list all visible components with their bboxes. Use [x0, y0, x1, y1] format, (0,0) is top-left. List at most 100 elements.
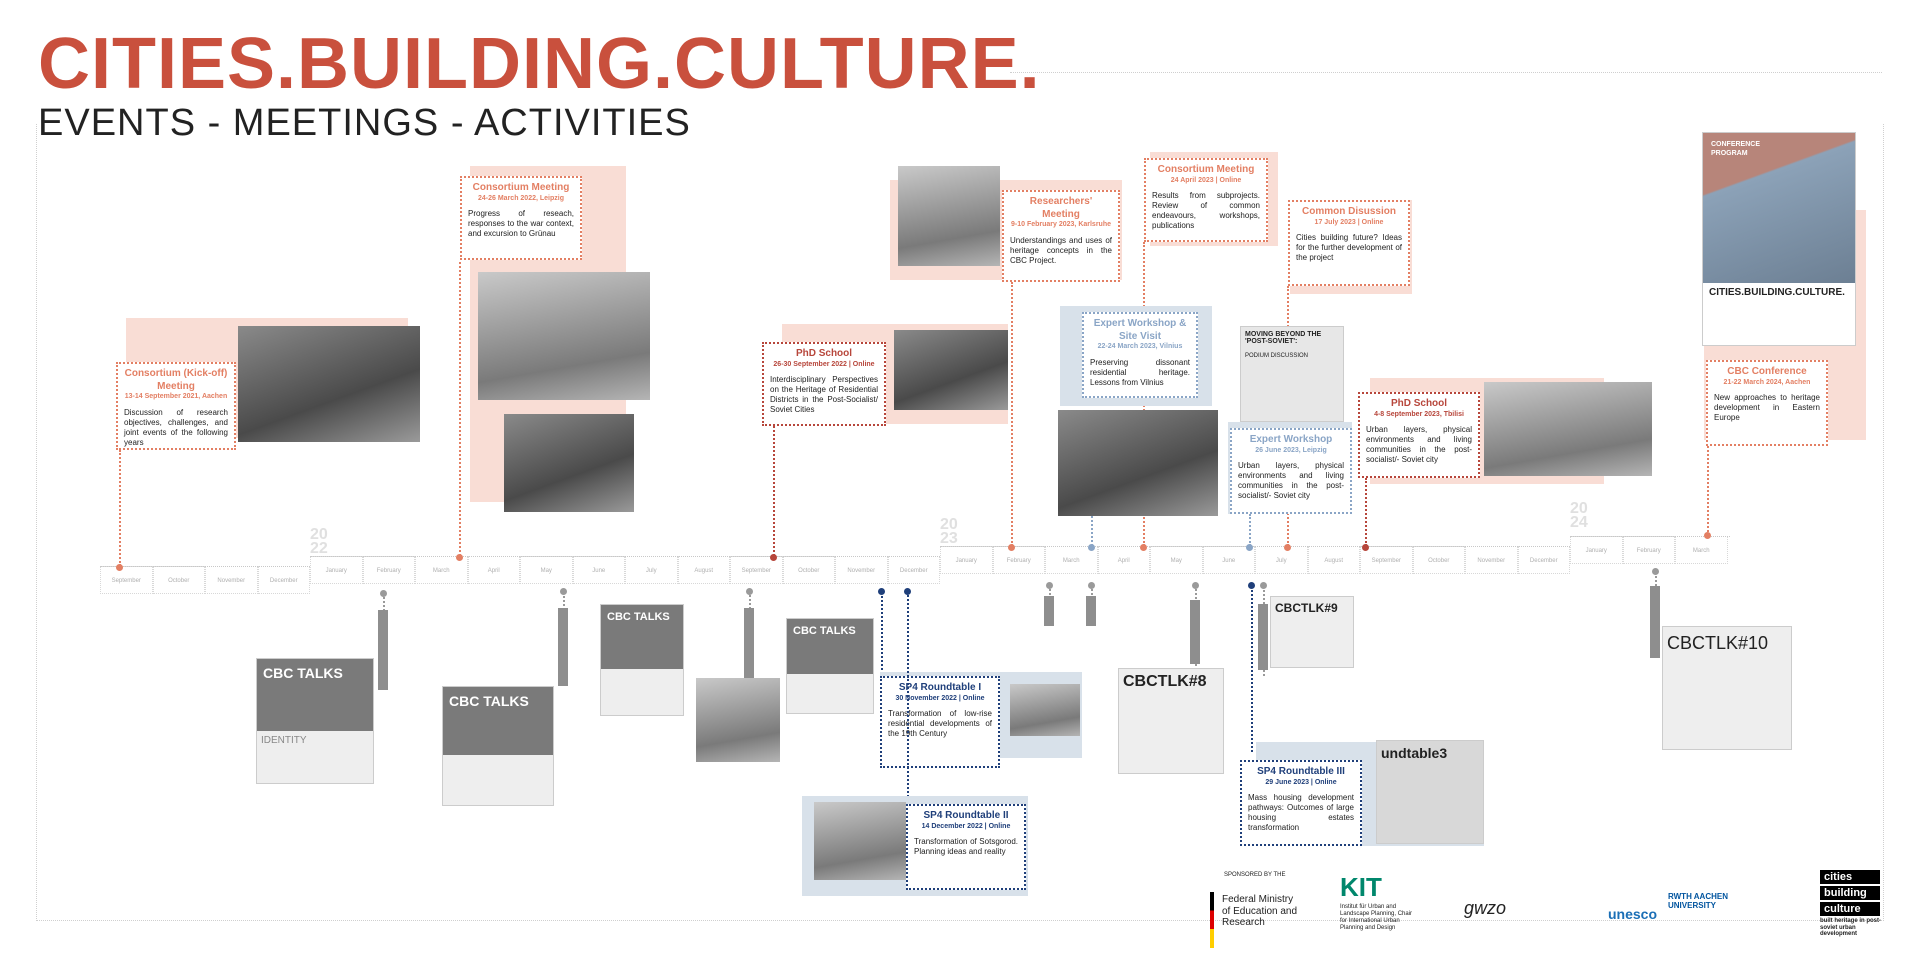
roundtable1-date: 30 November 2022 | Online: [895, 694, 985, 702]
roundtable2-card: SP4 Roundtable II 14 December 2022 | Onl…: [906, 804, 1026, 890]
talk8-dot: [1046, 582, 1053, 589]
moving-beyond-text-3: PODIUM DISCUSSION: [1245, 353, 1309, 359]
roundtable3-text: Mass housing development pathways: Outco…: [1248, 793, 1354, 833]
roundtable2-dot: [904, 588, 911, 595]
month-2023-september: September: [1360, 546, 1413, 574]
roundtable3-poster-text: undtable3: [1381, 745, 1448, 761]
talk1-dot: [380, 590, 387, 597]
consortium-online-date: 24 April 2023 | Online: [1170, 176, 1242, 184]
cbc-talks-2-text: CBC TALKS: [443, 687, 553, 756]
month-2023-may: May: [1150, 546, 1203, 574]
roundtable1-text: Transformation of low-rise residential d…: [888, 709, 992, 739]
expert-vilnius-title: Expert Workshop & Site Visit: [1093, 318, 1187, 342]
talk8-tag: [1044, 596, 1054, 626]
researchers-line: [1011, 282, 1013, 546]
expert-vilnius-date: 22-24 March 2023, Vilnius: [1097, 343, 1183, 350]
timeline-step-4: [1570, 536, 1730, 537]
talk9-dot: [1260, 582, 1267, 589]
month-2023-january: January: [940, 546, 993, 574]
roundtable2-title: SP4 Roundtable II: [923, 810, 1009, 821]
month-2022-january: January: [310, 556, 363, 584]
roundtable1-card: SP4 Roundtable I 30 November 2022 | Onli…: [880, 676, 1000, 768]
phd-online-title: PhD School: [795, 348, 853, 359]
month-2022-may: May: [520, 556, 573, 584]
cbc-conference-dot: [1704, 532, 1711, 539]
expert-leipzig-date: 26 June 2023, Leipzig: [1255, 446, 1327, 454]
expert-vilnius-text: Preserving dissonant residential heritag…: [1090, 357, 1190, 387]
cbctlk10-poster: CBCTLK#10: [1662, 626, 1792, 750]
kickoff-dot: [116, 564, 123, 571]
month-2024-february: February: [1622, 536, 1675, 564]
roundtable1-line: [881, 592, 883, 674]
roundtable1-dot: [878, 588, 885, 595]
cbc-talks-poster-4: CBC TALKS: [786, 618, 874, 714]
roundtable3-poster: undtable3: [1376, 740, 1484, 844]
page-subtitle: EVENTS - MEETINGS - ACTIVITIES: [38, 102, 691, 144]
cbc-talks-4-text: CBC TALKS: [787, 619, 873, 674]
consortium-leipzig-card: Consortium Meeting 24-26 March 2022, Lei…: [460, 176, 582, 260]
moving-beyond-text-1: MOVING BEYOND THE: [1245, 331, 1322, 338]
researchers-dot: [1008, 544, 1015, 551]
talk4-dot: [746, 588, 753, 595]
common-discussion-date: 17 July 2023 | Online: [1314, 218, 1384, 226]
talk8b-dot: [1088, 582, 1095, 589]
expert-leipzig-line: [1249, 514, 1251, 546]
page-title: CITIES.BUILDING.CULTURE.: [38, 24, 1041, 104]
month-2023-november: November: [1465, 546, 1518, 574]
phd-tbilisi-title: PhD School: [1390, 398, 1448, 409]
expert-leipzig-card: Expert Workshop 26 June 2023, Leipzig Ur…: [1230, 428, 1352, 514]
cbc-talks-1-text: CBC TALKS: [257, 659, 373, 731]
common-discussion-title: Common Disussion: [1302, 206, 1396, 217]
researchers-card: Researchers' Meeting 9-10 February 2023,…: [1002, 190, 1120, 282]
expert-leipzig-text: Urban layers, physical environments and …: [1238, 461, 1344, 501]
cbc-conference-date: 21-22 March 2024, Aachen: [1723, 378, 1811, 386]
common-discussion-text: Cities building future? Ideas for the fu…: [1296, 233, 1402, 263]
cbc-logo-word-2: building: [1820, 886, 1880, 900]
timeline-step-3: [940, 546, 1570, 547]
kickoff-title: Consortium (Kick-off) Meeting: [124, 368, 228, 392]
consortium-online-dot: [1140, 544, 1147, 551]
moving-beyond-text-2: 'POST-SOVIET':: [1245, 338, 1298, 345]
cbc-conference-title: CBC Conference: [1727, 366, 1807, 377]
cbctlk8-text: CBCTLK#8: [1123, 673, 1207, 690]
consortium-leipzig-title: Consortium Meeting: [472, 182, 570, 193]
month-2022-february: February: [362, 556, 415, 584]
consortium-leipzig-text: Progress of reseach, responses to the wa…: [468, 209, 574, 239]
expert-vilnius-dot: [1088, 544, 1095, 551]
conference-label: CONFERENCE: [1711, 141, 1761, 148]
conference-brand: CITIES.BUILDING.CULTURE.: [1709, 287, 1845, 298]
researchers-text: Understandings and uses of heritage conc…: [1010, 235, 1112, 265]
researchers-photo: [898, 166, 1000, 266]
kickoff-text: Discussion of research objectives, chall…: [124, 407, 228, 447]
cbc-talks-1-sub: IDENTITY: [261, 734, 307, 746]
timeline-step-1: [100, 566, 310, 567]
phd-online-photo: [894, 330, 1008, 410]
cbc-conference-card: CBC Conference 21-22 March 2024, Aachen …: [1706, 360, 1828, 446]
consortium-leipzig-date: 24-26 March 2022, Leipzig: [478, 194, 564, 202]
talk9-tag: [1258, 604, 1268, 670]
roundtable2-line: [907, 592, 909, 804]
expert-leipzig-title: Expert Workshop: [1249, 434, 1333, 445]
month-2022-november: November: [835, 556, 888, 584]
month-2022-april: April: [467, 556, 520, 584]
talk4-tag: [744, 608, 754, 678]
phd-online-card: PhD School 26-30 September 2022 | Online…: [762, 342, 886, 426]
moving-beyond-poster: MOVING BEYOND THE 'POST-SOVIET': PODIUM …: [1240, 326, 1344, 422]
consortium-leipzig-line: [459, 262, 461, 556]
unesco-logo: unesco: [1608, 906, 1658, 922]
talk2-dot: [560, 588, 567, 595]
phd-tbilisi-date: 4-8 September 2023, Tbilisi: [1374, 410, 1464, 418]
month-2022-august: August: [677, 556, 730, 584]
sponsored-by-label: SPONSORED BY THE: [1224, 872, 1286, 878]
consortium-leipzig-dot: [456, 554, 463, 561]
phd-tbilisi-text: Urban layers, physical environments and …: [1366, 425, 1472, 465]
talk8c-dot: [1192, 582, 1199, 589]
roundtable1-title: SP4 Roundtable I: [898, 682, 982, 693]
month-2023-july: July: [1255, 546, 1308, 574]
roundtable2-text: Transformation of Sotsgorod. Planning id…: [914, 837, 1018, 857]
phd-online-line: [773, 426, 775, 556]
roundtable2-date: 14 December 2022 | Online: [921, 822, 1011, 830]
month-2023-october: October: [1412, 546, 1465, 574]
